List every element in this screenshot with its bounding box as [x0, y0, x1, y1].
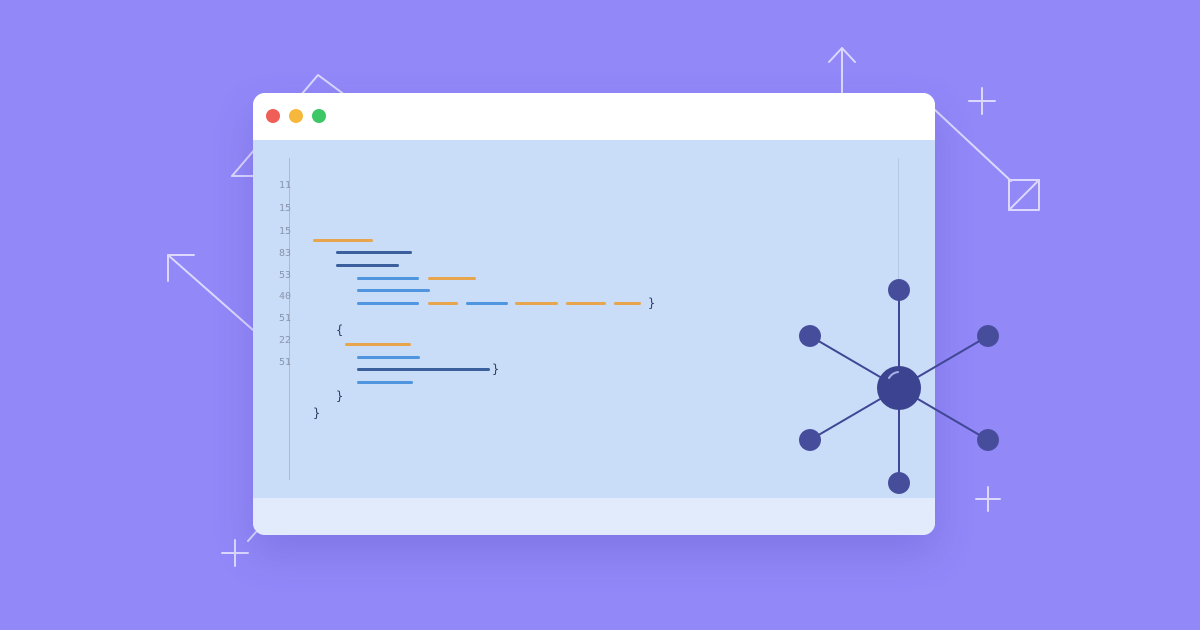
- window-titlebar: [253, 93, 935, 140]
- code-token: [515, 302, 558, 305]
- code-brace: }: [492, 362, 500, 376]
- network-node: [799, 429, 821, 451]
- line-number: 53: [279, 270, 292, 281]
- network-node: [799, 325, 821, 347]
- code-token: [357, 302, 419, 305]
- code-token: [466, 302, 508, 305]
- code-token: [428, 302, 458, 305]
- network-node: [977, 429, 999, 451]
- plus-icon: [975, 486, 1001, 512]
- line-number: 83: [279, 248, 292, 259]
- line-number: 51: [279, 357, 292, 368]
- code-token: [428, 277, 476, 280]
- code-brace: }: [336, 389, 344, 403]
- network-node: [888, 279, 910, 301]
- code-brace: }: [648, 296, 656, 310]
- plus-icon: [968, 87, 996, 115]
- line-number: 11: [279, 180, 292, 191]
- line-number: 15: [279, 203, 292, 214]
- line-number: 22: [279, 335, 292, 346]
- code-token: [357, 356, 420, 359]
- code-editor: 11 15 15 83 53 40 51 22 51 }: [253, 140, 935, 498]
- diamond-outline-icon: [934, 109, 1040, 211]
- code-token: [357, 381, 413, 384]
- window-status-bar: [253, 498, 935, 535]
- maximize-dot[interactable]: [312, 109, 326, 123]
- arrow-up-icon: [828, 47, 856, 94]
- code-token: [357, 289, 430, 292]
- code-token: [313, 239, 373, 242]
- code-brace: {: [336, 323, 344, 337]
- line-number: 51: [279, 313, 292, 324]
- line-number: 40: [279, 291, 292, 302]
- arrow-diagonal-icon: [167, 254, 254, 331]
- gutter-divider: [289, 158, 290, 480]
- code-token: [357, 368, 490, 371]
- code-token: [336, 264, 399, 267]
- network-hub-node: [877, 366, 921, 410]
- network-node: [888, 472, 910, 494]
- code-brace: }: [313, 406, 321, 420]
- code-token: [566, 302, 606, 305]
- code-token: [357, 277, 419, 280]
- minimize-dot[interactable]: [289, 109, 303, 123]
- code-token: [336, 251, 412, 254]
- browser-window: 11 15 15 83 53 40 51 22 51 }: [253, 93, 935, 535]
- close-dot[interactable]: [266, 109, 280, 123]
- network-node: [977, 325, 999, 347]
- line-number: 15: [279, 226, 292, 237]
- code-token: [345, 343, 411, 346]
- code-token: [614, 302, 641, 305]
